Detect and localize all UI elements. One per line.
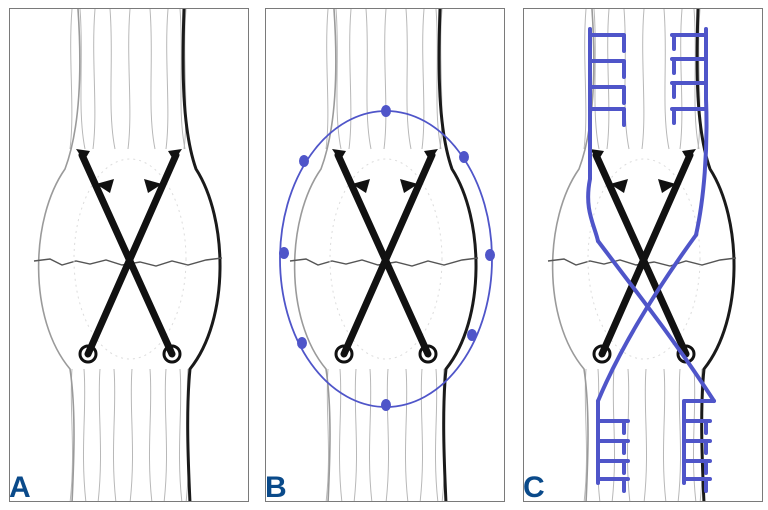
tendon-strand	[349, 9, 351, 149]
panel-label: C	[523, 473, 549, 502]
tendon-strand	[678, 369, 681, 502]
suture-stitch	[672, 59, 706, 73]
suture-stitch	[684, 421, 710, 433]
tendon-strand	[326, 9, 328, 149]
suture-knot	[381, 105, 391, 117]
tendon-strand	[405, 369, 408, 502]
tendon-strand	[612, 369, 615, 502]
wire-hook	[332, 149, 346, 161]
wire-hook	[168, 149, 182, 161]
right-outline	[183, 9, 220, 502]
wire-hook	[590, 149, 604, 161]
suture-stitch	[672, 35, 706, 49]
tendon-strand	[149, 369, 152, 502]
suture-stitch	[598, 461, 628, 473]
panel-b: B	[265, 8, 505, 502]
tendon-strand	[384, 9, 386, 149]
tendon-strand	[594, 9, 599, 149]
knee-illustration	[266, 9, 505, 502]
panel-c: C	[523, 8, 763, 502]
tendon-strand	[354, 369, 357, 502]
tendon-strand	[693, 369, 696, 502]
wire-hook	[682, 149, 696, 161]
tendon-strand	[406, 9, 411, 149]
knee-illustration	[10, 9, 249, 502]
suture-knot	[299, 155, 309, 167]
tendon-strand	[624, 9, 629, 149]
tendon-strand	[420, 369, 423, 502]
tendon-strand	[83, 369, 86, 502]
suture-stitch	[598, 441, 628, 453]
wire-hook	[76, 149, 90, 161]
suture-knot	[381, 399, 391, 411]
tendon-strand	[166, 9, 168, 149]
tendon-strand	[93, 9, 95, 149]
suture-knot	[467, 329, 477, 341]
suture-stitch	[684, 479, 710, 491]
tendon-strand	[113, 369, 116, 502]
tendon-strand	[164, 369, 167, 502]
suture-stitch	[598, 421, 628, 433]
suture-stitch	[684, 441, 710, 453]
tendon-strand	[627, 369, 630, 502]
tendon-strand	[70, 9, 72, 149]
suture-knot	[485, 249, 495, 261]
wire-hook	[424, 149, 438, 161]
panel-label: B	[265, 473, 291, 502]
tendon-strand	[369, 369, 372, 502]
suture-stitch	[672, 83, 706, 97]
tendon-strand	[150, 9, 155, 149]
crossed-wires	[76, 149, 182, 354]
suture-stitch	[684, 461, 710, 473]
tendon-strand	[98, 369, 101, 502]
suture-knot	[279, 247, 289, 259]
tendon-strand	[179, 369, 182, 502]
tendon-strand	[130, 369, 133, 502]
tendon-strand	[386, 369, 389, 502]
tendon-strand	[584, 9, 586, 149]
panel-label: A	[9, 473, 35, 502]
tendon-strand	[644, 369, 647, 502]
tendon-strand	[128, 9, 130, 149]
tendon-strand	[366, 9, 371, 149]
tendon-strand	[663, 369, 666, 502]
tendon-strand	[339, 369, 342, 502]
tendon-strand	[422, 9, 424, 149]
tendon-strand	[664, 9, 669, 149]
knee-illustration	[524, 9, 763, 502]
tendon-strand	[110, 9, 115, 149]
tendon-strand	[642, 9, 644, 149]
suture-knot	[297, 337, 307, 349]
panel-a: A	[9, 8, 249, 502]
tendon-strand	[607, 9, 609, 149]
tendon-strand	[680, 9, 682, 149]
right-outline	[439, 9, 476, 502]
tendon-strand	[80, 9, 85, 149]
crossed-wires	[332, 149, 438, 354]
suture-knot	[459, 151, 469, 163]
